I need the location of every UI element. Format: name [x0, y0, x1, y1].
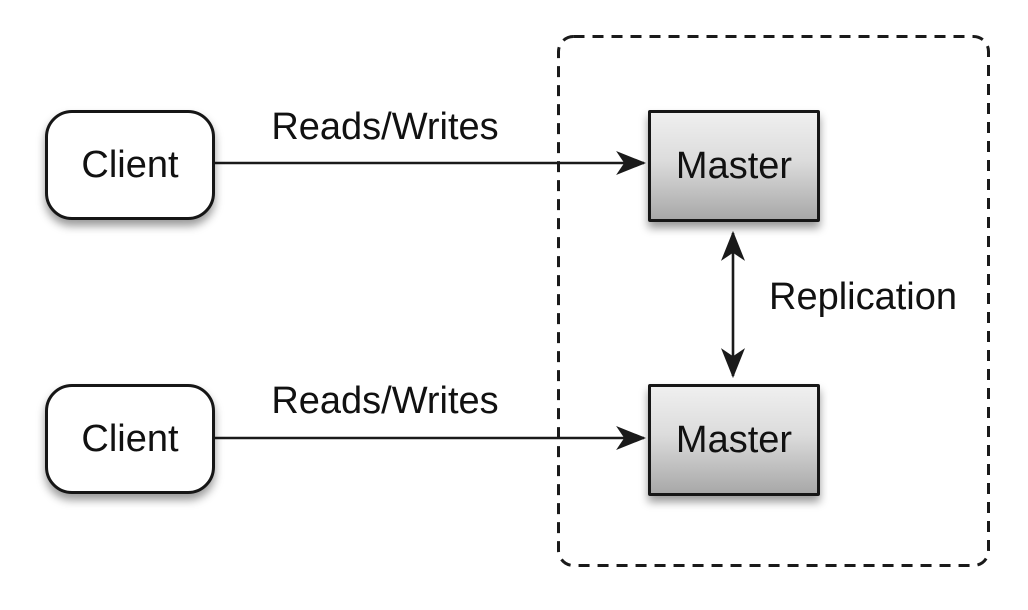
node-master-top: Master	[648, 110, 820, 222]
node-master-bottom-label: Master	[675, 419, 793, 461]
node-client-bottom-label: Client	[81, 418, 179, 460]
node-client-bottom: Client	[45, 384, 215, 494]
node-master-bottom: Master	[648, 384, 820, 496]
edge-label-reads-writes-bottom: Reads/Writes	[271, 380, 499, 422]
node-client-top: Client	[45, 110, 215, 220]
node-client-top-label: Client	[81, 144, 179, 186]
node-master-top-label: Master	[675, 145, 793, 187]
edge-label-reads-writes-top: Reads/Writes	[271, 106, 499, 148]
edge-label-replication: Replication	[769, 276, 957, 318]
